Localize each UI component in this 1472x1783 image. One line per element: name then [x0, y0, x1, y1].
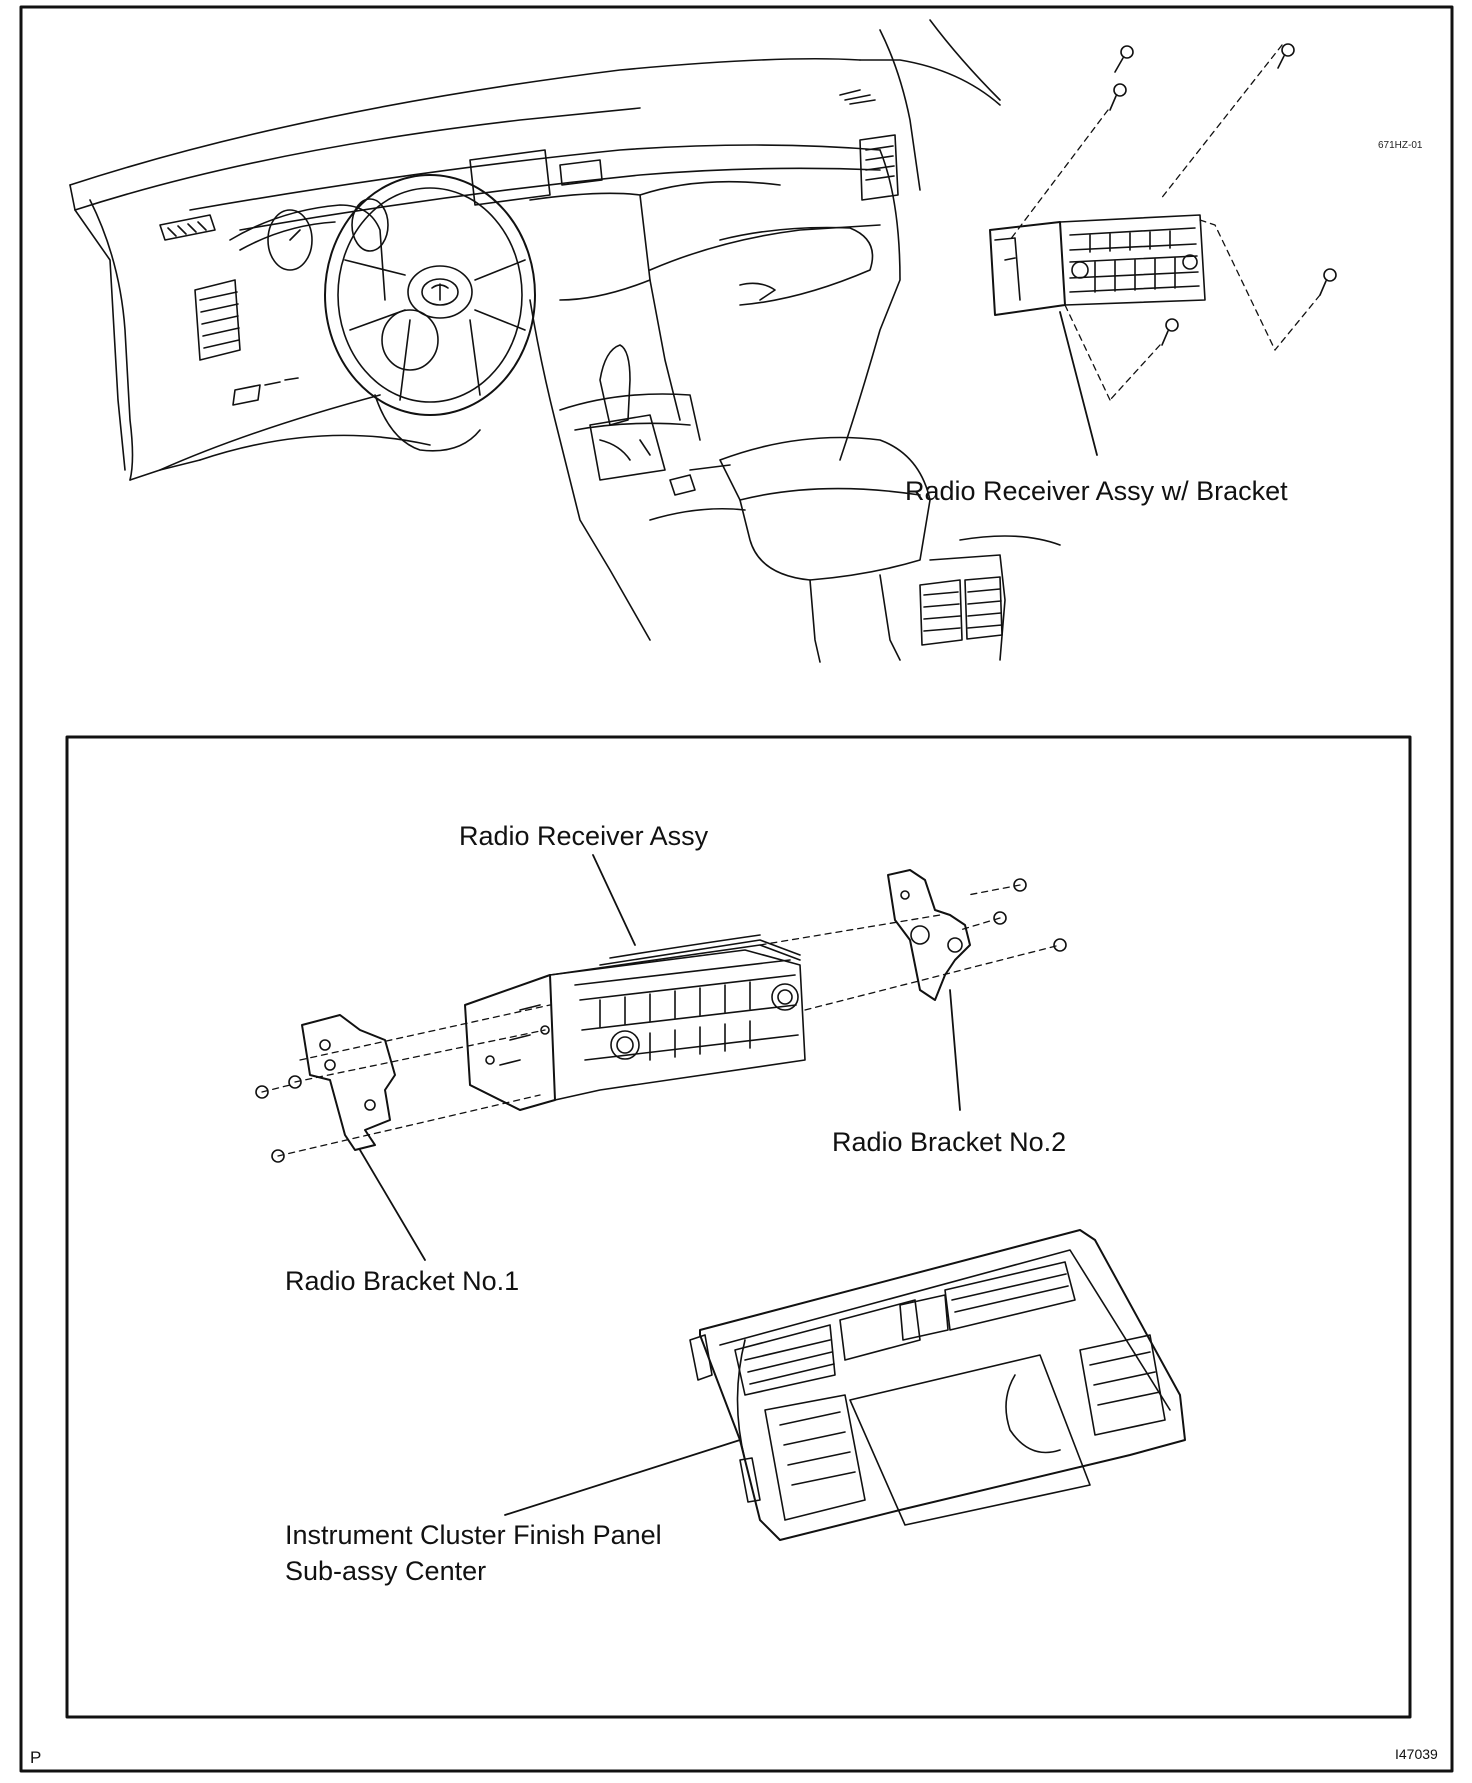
detail-frame — [65, 735, 1412, 1719]
corner-mark: P — [30, 1748, 42, 1767]
radio-bracket-no1-drawing — [255, 1014, 426, 1261]
figure-number: I47039 — [1395, 1746, 1438, 1762]
label-radio-receiver-assy-w-bracket: Radio Receiver Assy w/ Bracket — [905, 476, 1288, 506]
label-finish-panel-line2: Sub-assy Center — [285, 1556, 487, 1586]
alignment-lines — [261, 884, 1061, 1157]
radio-assy-with-bracket — [989, 43, 1337, 456]
top-figure-code: 671HZ-01 — [1378, 140, 1423, 151]
radio-receiver-assy-drawing — [464, 854, 806, 1111]
label-radio-receiver-assy: Radio Receiver Assy — [459, 821, 709, 851]
label-finish-panel-line1: Instrument Cluster Finish Panel — [285, 1520, 662, 1550]
label-radio-bracket-no1: Radio Bracket No.1 — [285, 1266, 520, 1296]
finish-panel-drawing — [504, 1229, 1186, 1541]
dashboard-overview — [69, 19, 1061, 663]
radio-bracket-no2-drawing — [887, 869, 1067, 1111]
outer-frame — [19, 5, 1454, 1773]
label-radio-bracket-no2: Radio Bracket No.2 — [832, 1127, 1067, 1157]
